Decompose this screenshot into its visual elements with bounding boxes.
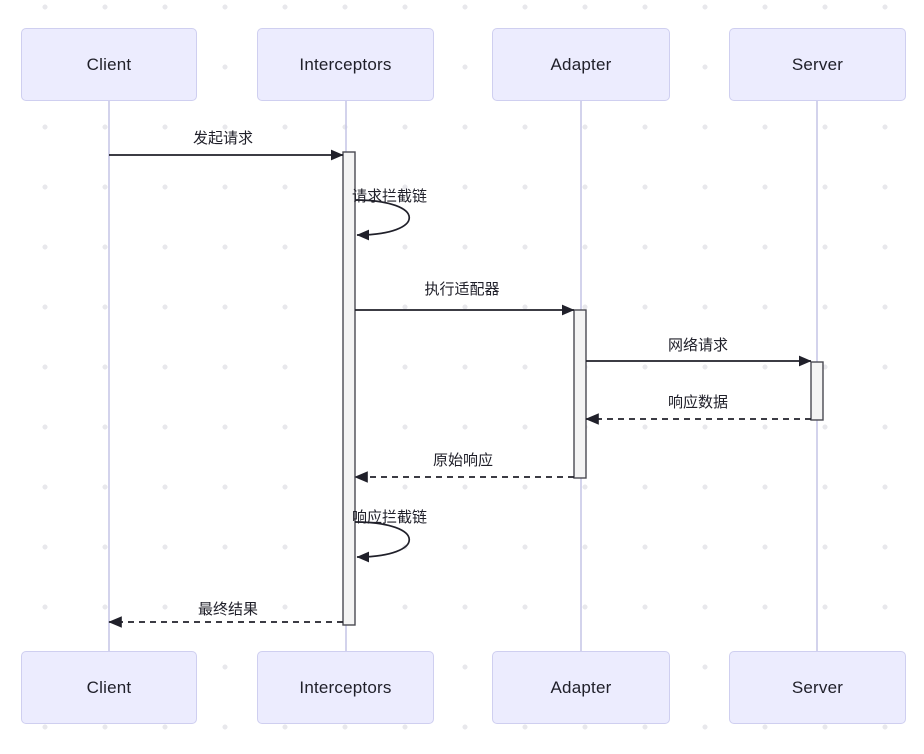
message-label-m6: 原始响应 — [432, 452, 494, 469]
actor-label: Adapter — [550, 677, 612, 697]
message-arrows-group — [108, 149, 812, 628]
actor-box-bottom-interceptors[interactable]: Interceptors — [257, 651, 434, 724]
self-message-arrow-m2[interactable] — [354, 199, 411, 241]
actor-label: Interceptors — [299, 54, 392, 74]
actor-box-bottom-adapter[interactable]: Adapter — [492, 651, 670, 724]
message-label-m7: 响应拦截链 — [352, 509, 428, 526]
actor-label: Client — [86, 677, 132, 697]
actor-label: Interceptors — [299, 677, 392, 697]
actor-box-bottom-server[interactable]: Server — [729, 651, 906, 724]
actor-label: Adapter — [550, 54, 612, 74]
message-label-m2: 请求拦截链 — [352, 188, 428, 205]
actor-box-top-server[interactable]: Server — [729, 28, 906, 101]
message-label-m4: 网络请求 — [667, 337, 729, 354]
message-label-m3: 执行适配器 — [424, 281, 500, 298]
actor-box-top-adapter[interactable]: Adapter — [492, 28, 670, 101]
activation-bar-interceptors[interactable] — [342, 151, 356, 626]
self-message-arrow-m7[interactable] — [354, 521, 411, 563]
lifelines-group — [108, 101, 818, 651]
activation-bar-server[interactable] — [810, 361, 824, 421]
message-label-m5: 响应数据 — [667, 394, 729, 411]
actor-box-top-interceptors[interactable]: Interceptors — [257, 28, 434, 101]
activation-bar-adapter[interactable] — [573, 309, 587, 479]
actor-box-top-client[interactable]: Client — [21, 28, 197, 101]
actor-box-bottom-client[interactable]: Client — [21, 651, 197, 724]
activation-bars-group — [342, 151, 824, 626]
message-label-m1: 发起请求 — [192, 130, 254, 147]
message-label-m8: 最终结果 — [197, 601, 259, 618]
actor-label: Client — [86, 54, 132, 74]
actor-label: Server — [791, 677, 844, 697]
actor-label: Server — [791, 54, 844, 74]
